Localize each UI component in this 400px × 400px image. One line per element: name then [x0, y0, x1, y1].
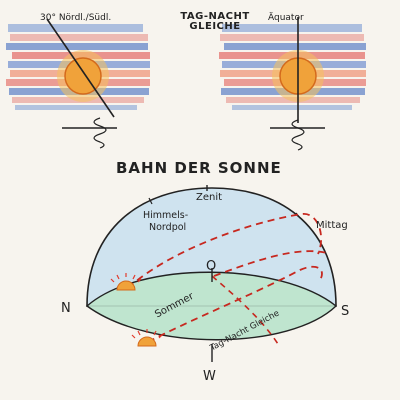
sky-dome-diagram — [85, 185, 338, 362]
equinox-sun-path-upper — [213, 250, 331, 277]
north-label: N — [61, 301, 71, 316]
equinox-sun-path — [147, 265, 323, 343]
celestial-pole-label-line1: Himmels- — [143, 210, 189, 221]
zenith-label: Zenit — [196, 192, 223, 203]
noon-label: Mittag — [316, 220, 348, 231]
equator-label: Äquator — [268, 13, 304, 23]
right-sunset-scene — [219, 17, 366, 151]
left-sunset-scene — [6, 18, 150, 149]
diagram-title: BAHN DER SONNE — [116, 159, 282, 177]
horizon-ground — [85, 271, 338, 341]
celestial-pole-label-line2: Nordpol — [149, 222, 187, 233]
pole-tick — [148, 197, 153, 205]
left-sun — [64, 57, 102, 95]
south-label: S — [341, 304, 350, 319]
equinox-header-line2: GLEICHE — [189, 21, 241, 32]
east-label: O — [206, 259, 217, 274]
equinox-header: TAG-NACHT GLEICHE — [170, 12, 260, 32]
left-horizon-axis — [46, 18, 115, 118]
west-label: W — [203, 369, 216, 384]
latitude-30-label: 30° Nördl./Südl. — [40, 13, 112, 23]
equinox-header-line1: TAG-NACHT — [180, 11, 250, 22]
equinox-sunrise-sun — [131, 329, 163, 347]
summer-sun-path — [127, 213, 323, 289]
left-spring-stand — [93, 117, 107, 149]
right-spring-stand — [291, 119, 305, 151]
sky-dome — [86, 187, 337, 307]
summer-sunrise-sun — [110, 273, 142, 291]
